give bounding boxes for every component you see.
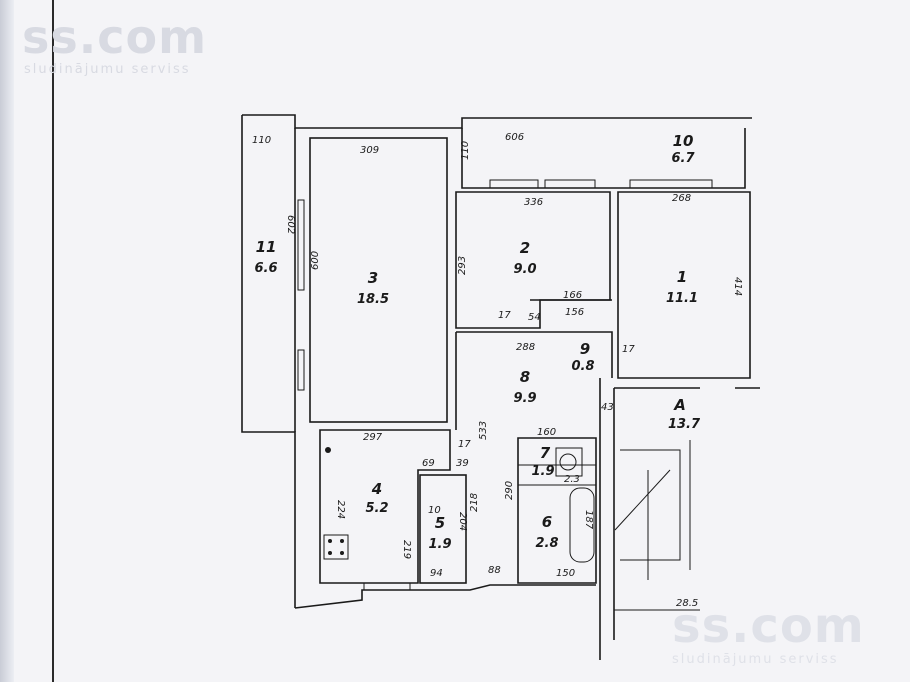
dim-corridor-length: 533 xyxy=(478,421,489,440)
dim-wc-width: 69 xyxy=(422,458,435,469)
dim-wc-bottom: 94 xyxy=(430,568,443,579)
room-a-number: A xyxy=(673,396,686,414)
room-2-number: 2 xyxy=(520,239,530,257)
room-7-number: 7 xyxy=(540,444,551,462)
dim-room2-width: 336 xyxy=(524,197,543,208)
room-7-area: 1.9 xyxy=(531,464,554,479)
dim-hall-bottom: 88 xyxy=(488,565,501,576)
dim-room4-side: 219 xyxy=(401,540,412,559)
dim-corridor-width: 288 xyxy=(516,342,535,353)
room-a-area: 13.7 xyxy=(668,417,701,432)
room-10-area: 6.7 xyxy=(671,151,695,166)
room-11-number: 11 xyxy=(256,238,277,256)
dim-bath-bottom: 150 xyxy=(556,568,575,579)
room-11-area: 6.6 xyxy=(254,261,277,276)
page-edge-shadow xyxy=(0,0,14,682)
walls xyxy=(241,114,760,660)
watermark-tagline-top: sludinājumu serviss xyxy=(24,62,191,77)
room-8-area: 9.9 xyxy=(513,391,536,406)
room-5-area: 1.9 xyxy=(428,537,451,552)
stove-icon xyxy=(323,447,349,560)
dim-wc-length: 204 xyxy=(457,512,468,531)
dim-balcony-left-width: 110 xyxy=(252,135,271,146)
dim-balcony-top-width: 606 xyxy=(505,132,524,143)
dim-room7-extra: 2.3 xyxy=(564,474,580,485)
dim-room4-width: 297 xyxy=(363,432,383,443)
dim-room4-length: 224 xyxy=(335,500,346,519)
room-4-area: 5.2 xyxy=(365,501,388,516)
watermark-tagline-bottom: sludinājumu serviss xyxy=(672,652,839,667)
dim-room3-width: 309 xyxy=(360,145,379,156)
room-9-number: 9 xyxy=(580,340,590,358)
dim-wc-side: 218 xyxy=(469,493,480,512)
dim-balcony-top-depth: 110 xyxy=(460,141,471,160)
room-6-area: 2.8 xyxy=(535,536,558,551)
room-9-area: 0.8 xyxy=(571,359,594,374)
room-3-area: 18.5 xyxy=(357,292,389,307)
room-labels: 11 6.6 3 18.5 2 9.0 1 11.1 10 6.7 8 9.9 … xyxy=(254,132,701,552)
dim-wc-door: 10 xyxy=(428,505,441,516)
dim-bath-length: 290 xyxy=(504,481,515,500)
dim-stair-width: 28.5 xyxy=(676,598,698,609)
room-8-number: 8 xyxy=(520,368,530,386)
dim-bath-width: 160 xyxy=(537,427,556,438)
watermark-logo-bottom: ss.com xyxy=(672,598,865,654)
dim-tub-length: 187 xyxy=(583,510,594,530)
dim-closet-width: 166 xyxy=(563,290,582,301)
dim-door-d: 17 xyxy=(458,439,471,450)
dim-closet-inner: 156 xyxy=(565,307,584,318)
room-3-number: 3 xyxy=(368,269,378,287)
room-1-area: 11.1 xyxy=(666,291,698,306)
dim-balcony-left-length: 602 xyxy=(285,215,296,234)
room-10-number: 10 xyxy=(673,132,694,150)
sink-icon xyxy=(555,447,583,477)
room-6-number: 6 xyxy=(542,513,552,531)
room-1-number: 1 xyxy=(677,268,687,286)
room-5-number: 5 xyxy=(435,514,445,532)
dim-wc-inner: 39 xyxy=(456,458,469,469)
dim-door-a: 17 xyxy=(498,310,511,321)
margin-line xyxy=(52,0,54,682)
dim-room3-length: 600 xyxy=(310,251,321,270)
windows xyxy=(297,179,713,591)
dim-door-c: 17 xyxy=(622,344,635,355)
room-4-number: 4 xyxy=(371,480,382,498)
dim-room1-width: 268 xyxy=(672,193,691,204)
dim-wall-43: 43 xyxy=(601,402,614,413)
room-2-area: 9.0 xyxy=(513,262,536,277)
dim-door-b: 54 xyxy=(528,312,541,323)
dimension-labels: 110 309 600 602 606 110 336 293 268 414 … xyxy=(252,132,743,609)
dim-room2-length: 293 xyxy=(457,256,468,275)
watermark-logo-top: ss.com xyxy=(22,10,208,64)
dim-room1-length: 414 xyxy=(732,277,743,296)
